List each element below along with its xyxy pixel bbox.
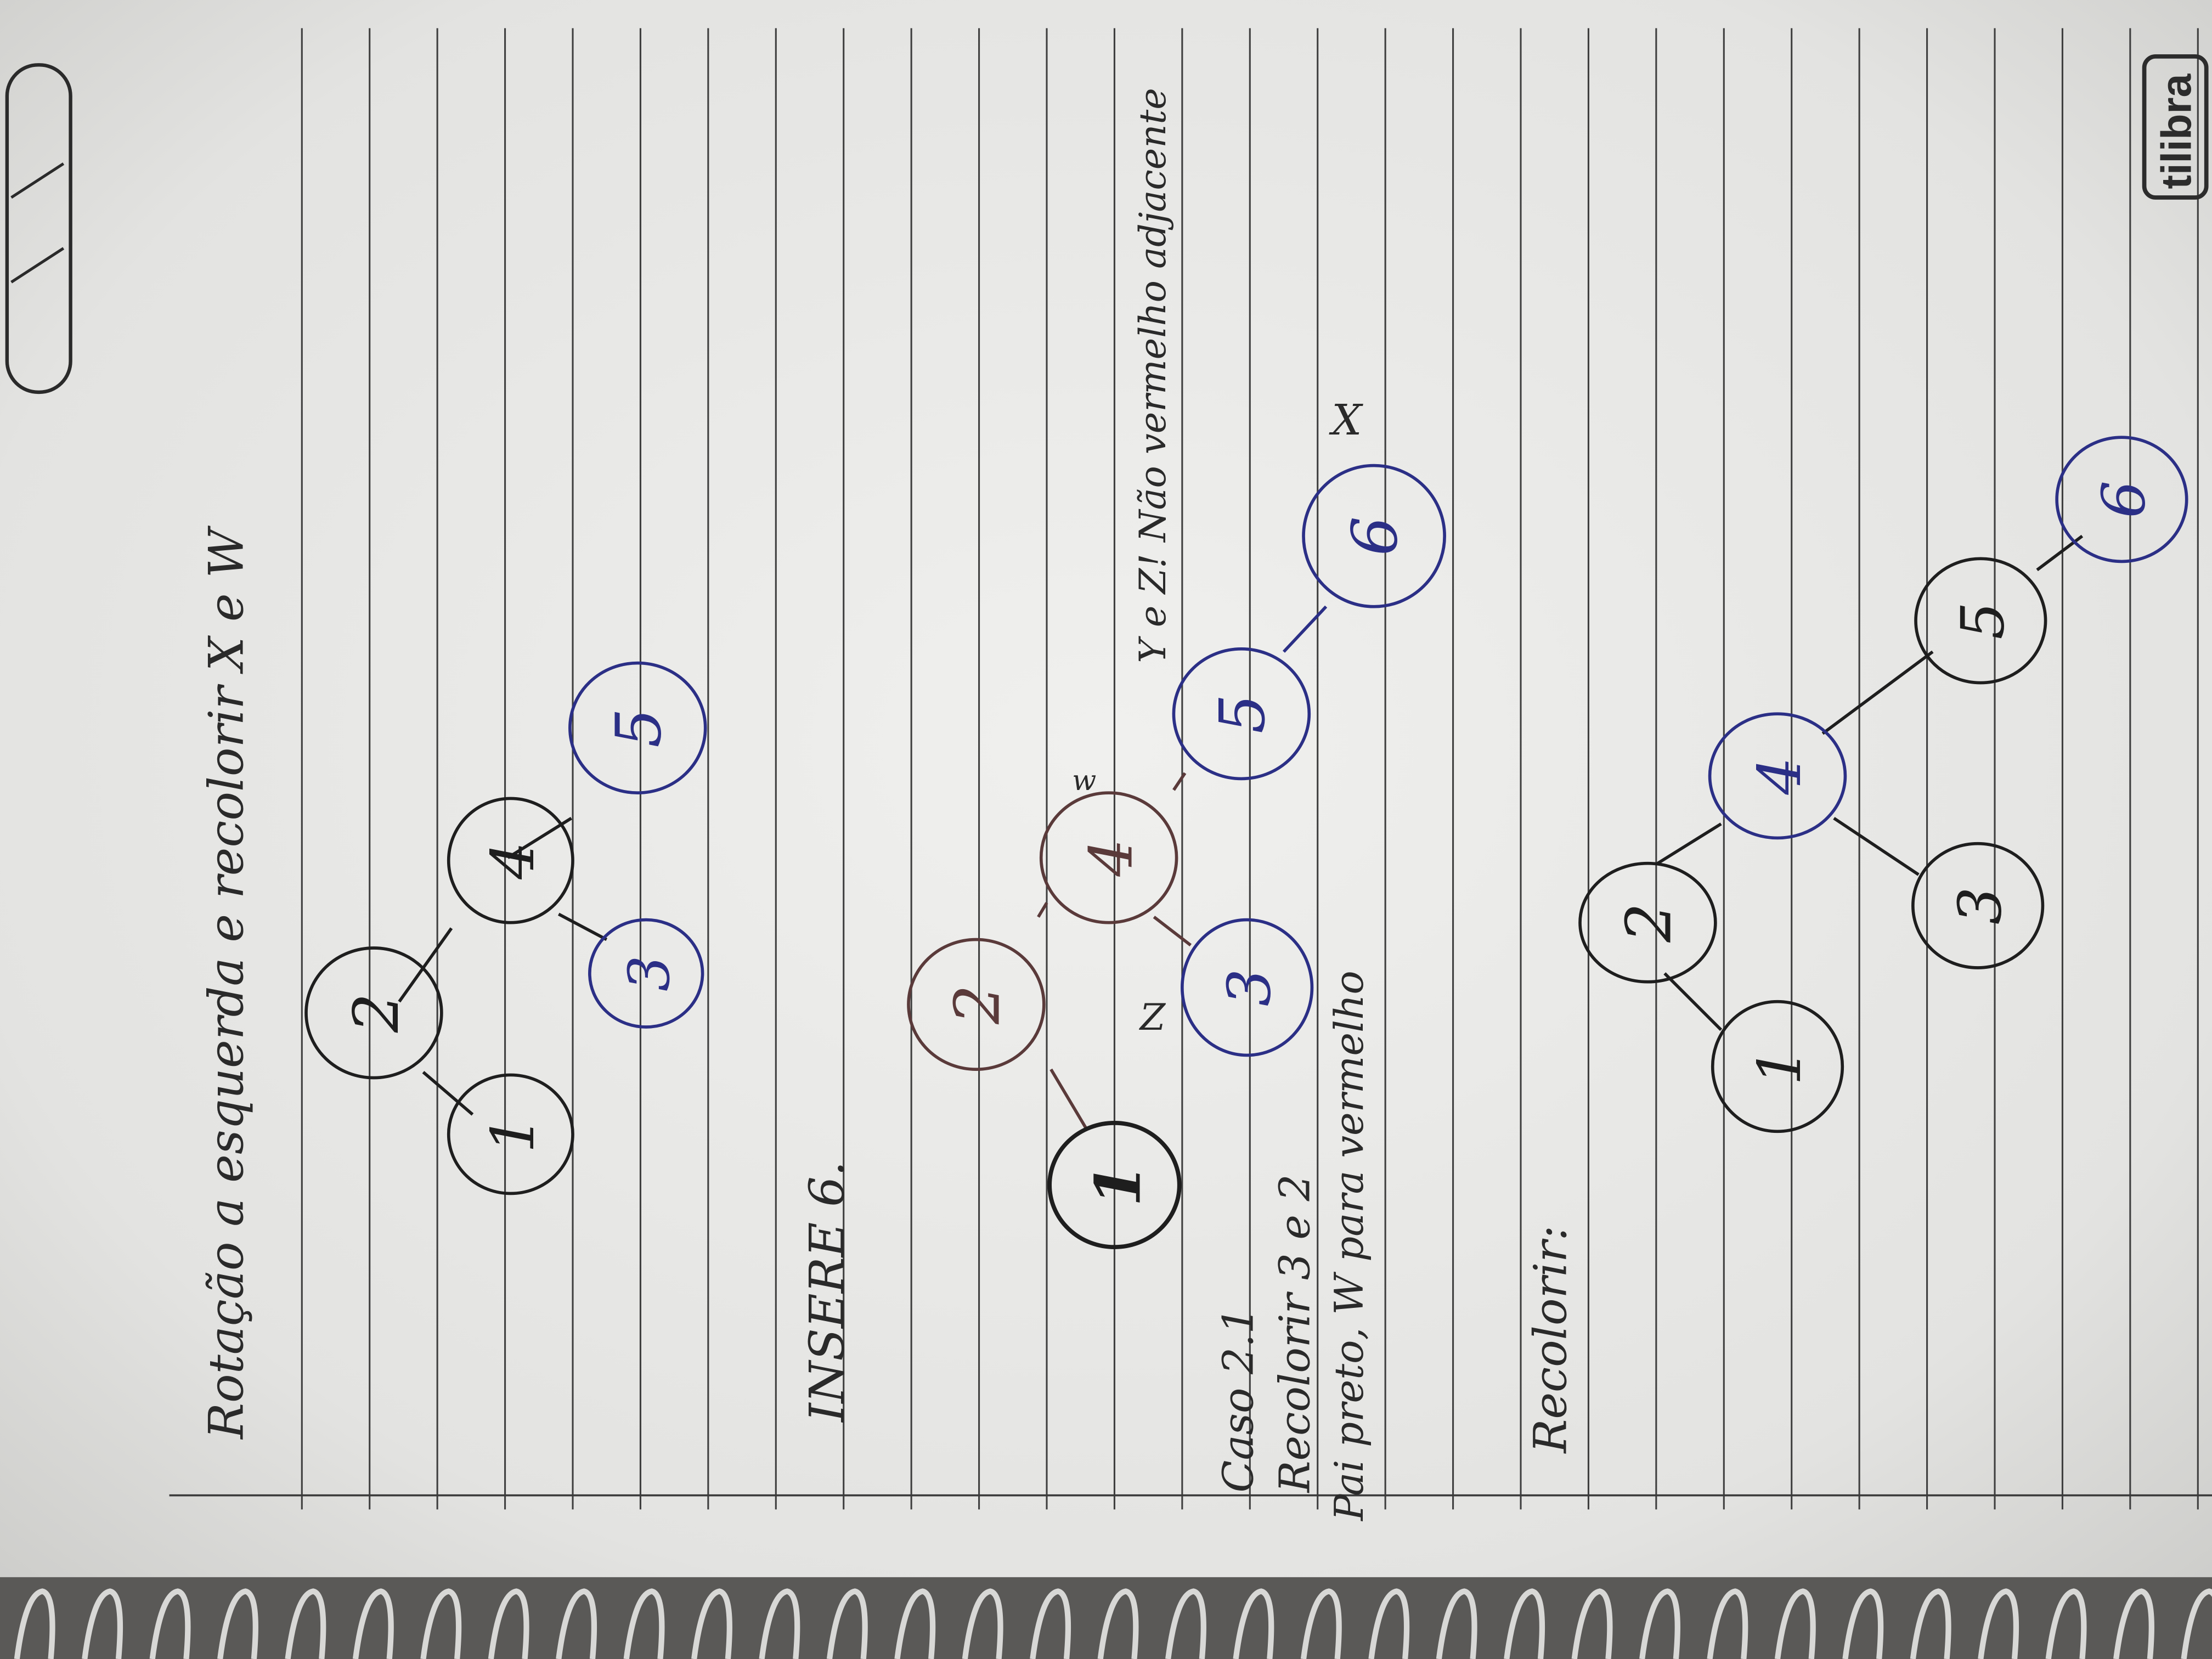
- spiral-ring: [1639, 1588, 1680, 1659]
- spiral-ring: [352, 1588, 394, 1659]
- spiral-ring: [759, 1588, 800, 1659]
- svg-text:3: 3: [1946, 887, 2015, 924]
- svg-text:4: 4: [479, 842, 548, 880]
- spiral-ring: [420, 1588, 462, 1659]
- spiral-ring: [1910, 1588, 1951, 1659]
- tilibra-logo: tilibra: [2142, 54, 2209, 200]
- tree-node: 5: [568, 661, 707, 794]
- note-adjacent: Y e Z! Não vermelho adjacente: [1131, 88, 1174, 663]
- spiral-ring: [1571, 1588, 1613, 1659]
- tree-node: 1: [1047, 1121, 1182, 1249]
- note-recolor-final: Recolorir:: [1525, 1226, 1577, 1454]
- label-x: X: [1329, 396, 1363, 445]
- spiral-ring: [556, 1588, 597, 1659]
- note-parent-black: Pai preto, W para vermelho: [1326, 970, 1372, 1522]
- svg-text:5: 5: [1206, 694, 1279, 733]
- tree-node: 3: [1911, 842, 2045, 969]
- svg-text:6: 6: [2090, 481, 2159, 518]
- note-insert-six: INSERE 6.: [799, 1161, 855, 1424]
- spiral-ring: [2113, 1588, 2154, 1659]
- svg-text:3: 3: [617, 956, 682, 991]
- tree-1: 2 1 4 3 5: [304, 661, 707, 1195]
- tree-node: 2: [1578, 861, 1717, 984]
- spiral-ring: [826, 1588, 868, 1659]
- spiral-ring: [623, 1588, 665, 1659]
- spiral-ring: [149, 1588, 191, 1659]
- spiral-ring: [217, 1588, 258, 1659]
- svg-text:6: 6: [1339, 516, 1412, 556]
- spiral-ring: [962, 1588, 1003, 1659]
- svg-text:1: 1: [1746, 1048, 1814, 1086]
- spiral-ring: [1504, 1588, 1545, 1659]
- note-rotation-heading: Rotação a esquerda e recolorir X e W: [198, 526, 254, 1440]
- tree-node: 5: [1914, 557, 2047, 685]
- date-field: [5, 63, 72, 394]
- tree-3: 2 1 4 3 5 6: [1578, 436, 2188, 1133]
- note-case: Caso 2.1: [1214, 1307, 1263, 1492]
- tree-node: 2: [304, 946, 443, 1080]
- svg-text:1: 1: [479, 1115, 548, 1153]
- spiral-ring: [82, 1588, 123, 1659]
- tree-node: 4: [1708, 712, 1847, 840]
- tree-2: 2 1 4 3 5 6: [907, 464, 1446, 1249]
- tree-node: 4: [447, 797, 574, 924]
- svg-text:5: 5: [1949, 602, 2017, 640]
- spiral-ring: [1842, 1588, 1884, 1659]
- tree-node: 6: [2055, 436, 2188, 563]
- spiral-ring: [1165, 1588, 1206, 1659]
- spiral-ring: [1707, 1588, 1748, 1659]
- spiral-ring: [1300, 1588, 1342, 1659]
- svg-text:2: 2: [340, 993, 413, 1033]
- spiral-ring: [2181, 1588, 2212, 1659]
- ruled-lines: [301, 28, 2199, 1510]
- svg-text:3: 3: [1215, 969, 1284, 1007]
- spiral-ring: [894, 1588, 936, 1659]
- spiral-ring: [1233, 1588, 1274, 1659]
- spiral-binding: [14, 1588, 2212, 1659]
- svg-text:2: 2: [941, 985, 1014, 1025]
- tree-node: 2: [907, 938, 1046, 1071]
- svg-text:1: 1: [1082, 1164, 1155, 1207]
- spiral-ring: [2045, 1588, 2087, 1659]
- tree-node: 6: [1302, 464, 1446, 608]
- spiral-ring: [1436, 1588, 1477, 1659]
- note-recolor: Recolorir 3 e 2: [1270, 1174, 1319, 1493]
- spiral-ring: [285, 1588, 326, 1659]
- svg-text:5: 5: [602, 708, 675, 748]
- spiral-ring: [1978, 1588, 2019, 1659]
- tree-node: 3: [1181, 918, 1314, 1057]
- spiral-ring: [488, 1588, 529, 1659]
- spiral-ring: [691, 1588, 732, 1659]
- svg-text:4: 4: [1746, 757, 1814, 795]
- tree-node: 1: [1711, 1000, 1844, 1133]
- label-z: Z: [1139, 996, 1166, 1039]
- spiral-ring: [14, 1588, 55, 1659]
- tree-node: 4: [1039, 791, 1178, 924]
- svg-text:2: 2: [1613, 903, 1685, 943]
- spiral-ring: [1030, 1588, 1071, 1659]
- spiral-ring: [1097, 1588, 1139, 1659]
- tree-node: 5: [1172, 647, 1311, 781]
- svg-text:4: 4: [1077, 839, 1146, 877]
- tree-node: 1: [447, 1073, 574, 1195]
- spiral-ring: [1774, 1588, 1816, 1659]
- spiral-ring: [1368, 1588, 1410, 1659]
- label-w: w: [1072, 764, 1096, 797]
- brand-name: tilibra: [2153, 73, 2200, 189]
- tree-node: 3: [588, 918, 704, 1029]
